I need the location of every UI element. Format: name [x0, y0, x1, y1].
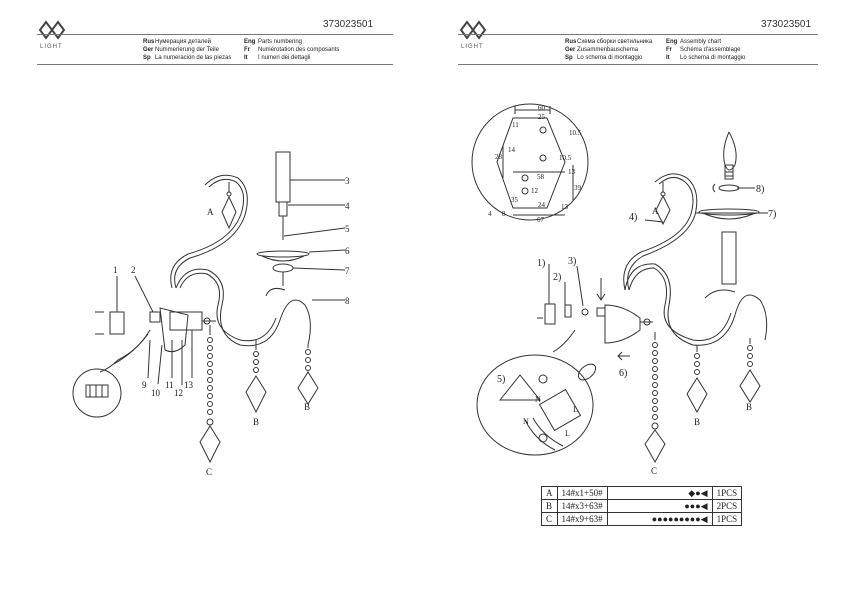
- letter-a: A: [207, 207, 214, 217]
- logo-text: LIGHT: [40, 44, 63, 50]
- dim-67: 67: [537, 216, 545, 224]
- dim-60: 60: [538, 104, 546, 112]
- dim-10-5-top: 10.5: [569, 129, 582, 137]
- step-7: 7): [768, 209, 776, 220]
- letter-c: C: [206, 467, 212, 477]
- assembly-chart-page: LIGHT 373023501 RusСхема сборки светильн…: [425, 0, 849, 600]
- dim-58: 58: [537, 173, 545, 181]
- step-8: 8): [756, 184, 764, 195]
- callout-8: 8: [345, 296, 350, 306]
- header-rule-bottom: [37, 64, 393, 65]
- callout-12: 12: [174, 388, 183, 398]
- product-code: 373023501: [761, 19, 812, 30]
- letter-b-right: B: [746, 402, 752, 412]
- logo-text: LIGHT: [461, 44, 484, 50]
- parts-diagram: 3 4 5 6 7 8 1 2 9 10 11 12 13 A B B C: [72, 151, 350, 477]
- header-rule: [37, 34, 393, 35]
- step-6: 6): [619, 368, 627, 379]
- parts-numbering-page: LIGHT 373023501 RusНумерация деталей Ger…: [0, 0, 424, 600]
- step-2: 2): [553, 272, 561, 283]
- table-row: A 14#x1+50# ◆●◀ 1PCS: [541, 486, 743, 500]
- dim-39: 39: [574, 184, 582, 192]
- chain-b-icon: ●●●◀: [606, 499, 713, 513]
- step-1: 1): [537, 258, 545, 269]
- letter-b-left: B: [253, 417, 259, 427]
- step-3: 3): [568, 256, 576, 267]
- letter-a: A: [652, 206, 659, 216]
- callout-6: 6: [345, 246, 350, 256]
- dim-28: 28: [495, 153, 503, 161]
- step-4: 4): [629, 212, 637, 223]
- callout-1: 1: [113, 265, 118, 275]
- dim-10-5-mid: 10.5: [559, 154, 572, 162]
- callout-5: 5: [345, 224, 350, 234]
- callout-3: 3: [345, 176, 350, 186]
- callout-11: 11: [165, 380, 174, 390]
- letter-c: C: [651, 466, 657, 476]
- letter-b-left: B: [694, 417, 700, 427]
- dim-13-bottom: 13: [561, 203, 569, 211]
- table-row: B 14#x3+63# ●●●◀ 2PCS: [541, 499, 743, 513]
- header-rule-bottom: [458, 64, 818, 65]
- callout-10: 10: [151, 388, 161, 398]
- assembly-diagram: 1) 2) 3) 4) 5) 6) 7) 8) A B B C 60 25 11…: [471, 103, 776, 476]
- wire-l-top: L: [573, 405, 578, 414]
- callout-2: 2: [131, 265, 136, 275]
- callout-4: 4: [345, 201, 350, 211]
- dim-24: 24: [538, 201, 546, 209]
- header-rule: [458, 34, 818, 35]
- table-row: C 14#x9+63# ●●●●●●●●●◀ 1PCS: [541, 512, 743, 526]
- chain-a-icon: ◆●◀: [606, 486, 713, 500]
- dim-25: 25: [538, 113, 546, 121]
- step-5: 5): [497, 374, 505, 385]
- mw-logo-icon: [459, 20, 487, 40]
- callout-7: 7: [345, 266, 350, 276]
- dim-13-right: 13: [568, 168, 576, 176]
- dim-8: 8: [502, 210, 506, 218]
- dim-14: 14: [508, 146, 516, 154]
- dim-35: 35: [511, 196, 519, 204]
- callout-9: 9: [142, 380, 147, 390]
- crystal-table: A 14#x1+50# ◆●◀ 1PCS B 14#x3+63# ●●●◀ 2P…: [541, 486, 743, 526]
- product-code: 373023501: [323, 19, 374, 30]
- wire-n-top: N: [535, 395, 541, 404]
- dim-11: 11: [512, 121, 519, 129]
- chain-c-icon: ●●●●●●●●●◀: [606, 512, 713, 526]
- dim-12: 12: [531, 187, 539, 195]
- mw-logo-icon: [38, 20, 66, 40]
- callout-13: 13: [184, 380, 194, 390]
- wire-l-bottom: L: [565, 429, 570, 438]
- letter-b-right: B: [304, 402, 310, 412]
- wire-n-bottom: N: [523, 417, 529, 426]
- dim-4: 4: [488, 210, 492, 218]
